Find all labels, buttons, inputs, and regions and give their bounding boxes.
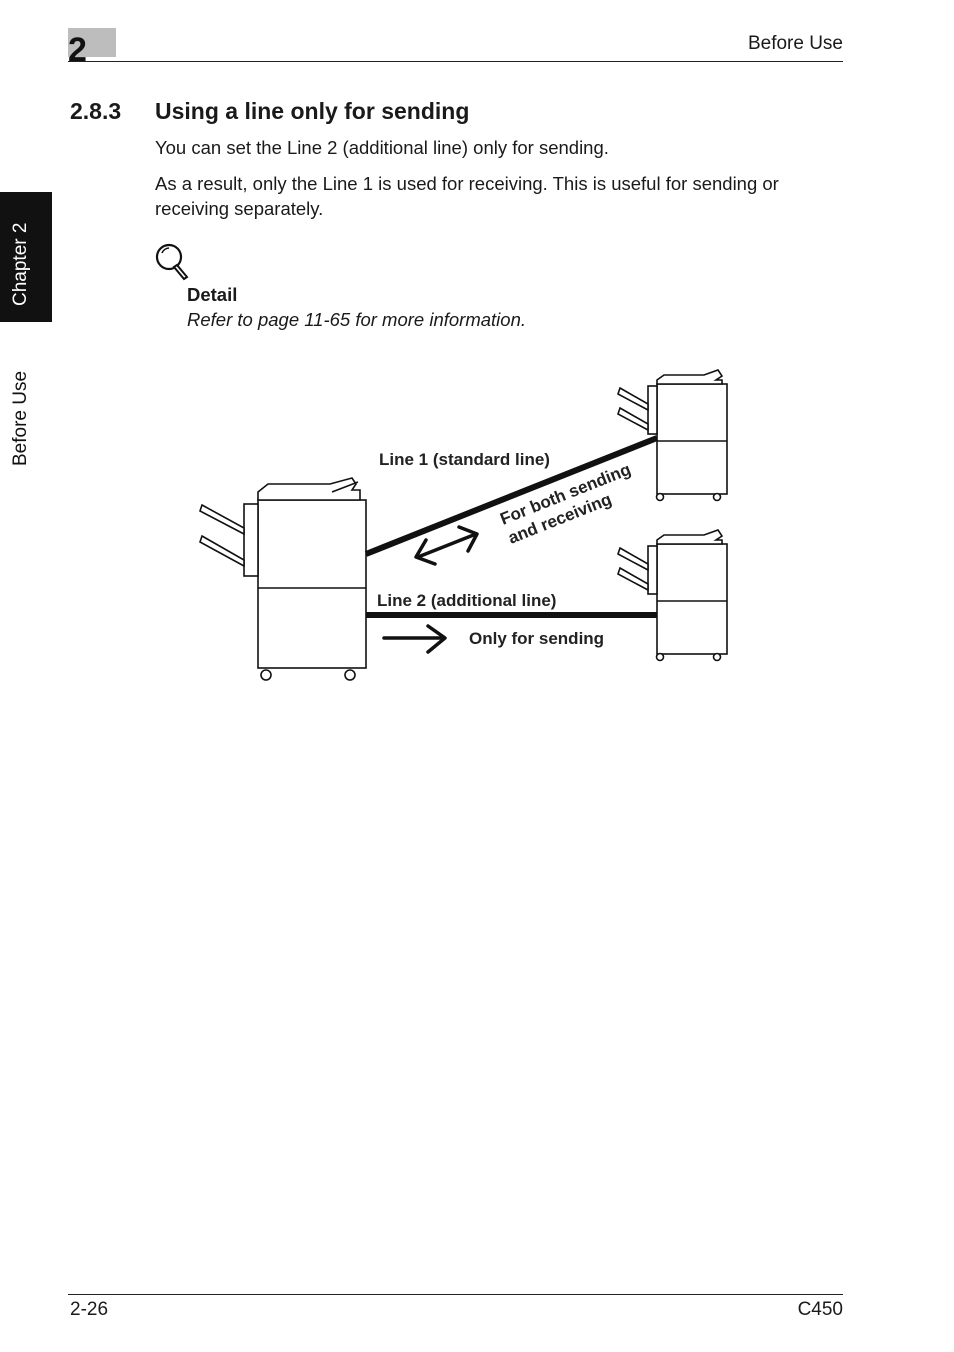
bidirectional-arrow-icon: [414, 525, 479, 566]
side-tab-chapter: [0, 192, 52, 322]
chapter-number-box: [68, 28, 116, 57]
header-title: Before Use: [747, 33, 843, 54]
main-copier-illustration: [199, 477, 367, 681]
body-paragraph: As a result, only the Line 1 is used for…: [155, 173, 779, 219]
send-arrow-icon: [382, 624, 447, 654]
side-tab-section-label: Before Use: [10, 370, 31, 466]
magnifier-icon: [155, 243, 189, 281]
line1-connection: [364, 435, 659, 557]
side-tab-chapter-label: Chapter 2: [10, 222, 31, 306]
model-name: C450: [797, 1299, 843, 1320]
body-paragraph: You can set the Line 2 (additional line)…: [155, 137, 609, 158]
section-title: Using a line only for sending: [155, 98, 470, 124]
section-number: 2.8.3: [70, 98, 122, 124]
detail-label: Detail: [187, 284, 238, 305]
header-divider: [68, 61, 843, 62]
remote-copier-line2-illustration: [617, 529, 728, 662]
line2-note: Only for sending: [469, 629, 604, 648]
line1-label: Line 1 (standard line): [379, 450, 550, 469]
footer-divider: [68, 1294, 843, 1295]
page-number: 2-26: [70, 1299, 109, 1320]
remote-copier-line1-illustration: [617, 369, 728, 502]
line-diagram: Line 1 (standard line) For both sending …: [199, 369, 728, 681]
line2-label: Line 2 (additional line): [377, 591, 556, 610]
detail-reference: Refer to page 11-65 for more information…: [187, 309, 526, 330]
chapter-number: 2: [68, 31, 87, 69]
